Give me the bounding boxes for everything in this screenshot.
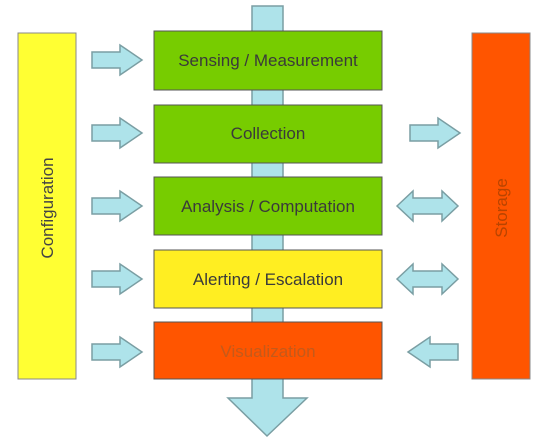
flow-down-arrow (226, 377, 309, 438)
stage-sensing: Sensing / Measurement (153, 30, 383, 91)
double-arrow-icon (395, 189, 460, 223)
stage-label: Analysis / Computation (181, 197, 355, 216)
stage-label: Visualization (220, 342, 315, 361)
stage-label: Collection (231, 124, 306, 143)
right-arrow-icon (91, 189, 144, 223)
storage-label: Storage (492, 178, 511, 238)
double-arrow-icon (395, 262, 460, 296)
left-arrow-icon (406, 335, 459, 369)
configuration-bar: Configuration (17, 32, 77, 380)
right-arrow-icon (91, 43, 144, 77)
right-arrows (395, 116, 462, 369)
stage-alerting: Alerting / Escalation (153, 249, 383, 309)
right-arrow-icon (409, 116, 462, 150)
right-arrow-icon (91, 116, 144, 150)
storage-bar: Storage (471, 32, 531, 380)
right-arrow-icon (91, 262, 144, 296)
stage-label: Alerting / Escalation (193, 270, 343, 289)
stage-analysis: Analysis / Computation (153, 176, 383, 236)
stage-collection: Collection (153, 104, 383, 164)
configuration-label: Configuration (38, 157, 57, 258)
stage-visualization: Visualization (153, 321, 383, 380)
right-arrow-icon (91, 335, 144, 369)
left-arrows (91, 43, 144, 369)
stage-label: Sensing / Measurement (178, 51, 358, 70)
